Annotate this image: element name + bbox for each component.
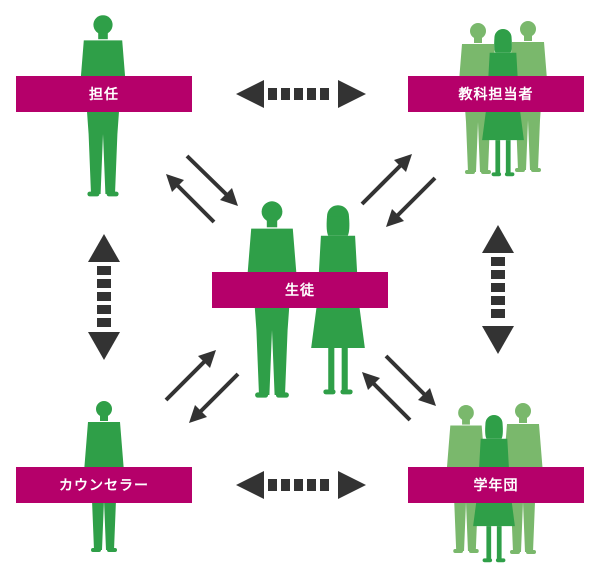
grade-team-label: 学年団 — [408, 467, 584, 503]
students-label: 生徒 — [212, 272, 388, 308]
arrows-counselor-students — [164, 350, 240, 423]
subject-teachers-label: 教科担当者 — [408, 76, 584, 112]
arrow-homeroom-subject — [236, 80, 366, 108]
arrow-homeroom-counselor — [88, 234, 120, 360]
homeroom-label: 担任 — [16, 76, 192, 112]
arrows-homeroom-students — [166, 154, 238, 224]
arrows-grade-students — [362, 354, 436, 422]
arrows-subject-students — [360, 154, 437, 227]
counselor-label: カウンセラー — [16, 467, 192, 503]
arrow-subject-grade — [482, 225, 514, 354]
arrow-counselor-grade — [236, 471, 366, 499]
